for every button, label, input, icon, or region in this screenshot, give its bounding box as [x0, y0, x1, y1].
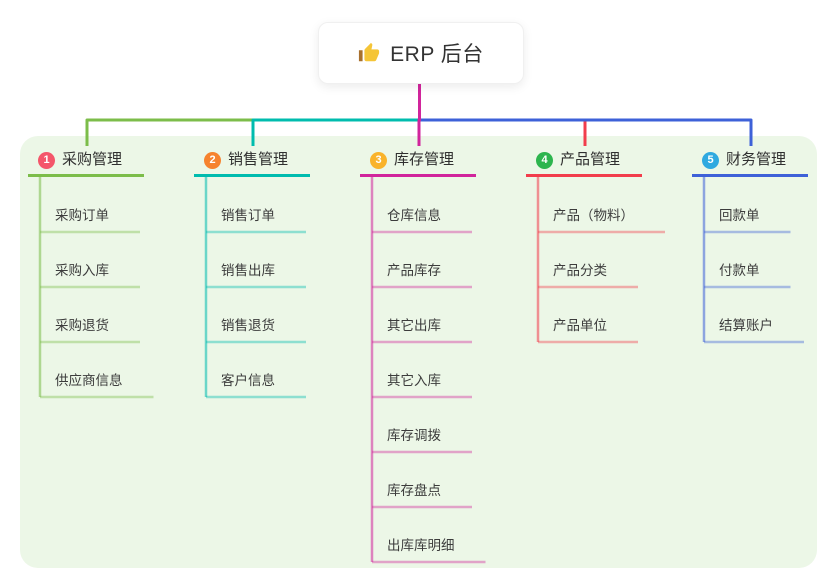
- branch-1-child-2[interactable]: 采购入库: [55, 263, 109, 278]
- branch-1-badge: 1: [38, 152, 55, 169]
- branch-4-child-2[interactable]: 产品分类: [553, 263, 607, 278]
- branch-4-title[interactable]: 产品管理: [560, 151, 621, 168]
- branch-3-title[interactable]: 库存管理: [394, 151, 455, 168]
- connector-branch-2: [251, 80, 421, 146]
- connector-branch-3: [417, 80, 421, 146]
- branch-1-child-1[interactable]: 采购订单: [55, 208, 109, 223]
- branch-1-child-3[interactable]: 采购退货: [55, 318, 109, 333]
- root-node-title: ERP 后台: [390, 43, 484, 66]
- branch-5-child-3[interactable]: 结算账户: [719, 318, 773, 333]
- branch-3-child-1[interactable]: 仓库信息: [387, 208, 441, 223]
- branch-3-child-6[interactable]: 库存盘点: [387, 483, 441, 498]
- branch-3-child-2[interactable]: 产品库存: [387, 263, 441, 278]
- branch-5-child-1[interactable]: 回款单: [719, 208, 760, 223]
- branch-3-child-4[interactable]: 其它入库: [387, 373, 441, 388]
- branch-3-child-3[interactable]: 其它出库: [387, 318, 441, 333]
- branch-3-child-7[interactable]: 出库库明细: [387, 538, 455, 553]
- thumbs-up-icon: [358, 42, 380, 64]
- branch-2-child-1[interactable]: 销售订单: [221, 208, 275, 223]
- connector-branch-4: [418, 80, 587, 146]
- branch-4-child-3[interactable]: 产品单位: [553, 318, 607, 333]
- root-node-erp[interactable]: ERP 后台: [318, 22, 524, 84]
- branch-3-badge: 3: [370, 152, 387, 169]
- branch-5-title[interactable]: 财务管理: [726, 151, 787, 168]
- branch-5-badge: 5: [702, 152, 719, 169]
- branch-4-child-1[interactable]: 产品（物料）: [553, 208, 634, 223]
- branch-2-title[interactable]: 销售管理: [228, 151, 289, 168]
- branch-2-child-4[interactable]: 客户信息: [221, 373, 275, 388]
- branch-4-badge: 4: [536, 152, 553, 169]
- branch-2-badge: 2: [204, 152, 221, 169]
- branch-3-child-5[interactable]: 库存调拨: [387, 428, 441, 443]
- branch-1-child-4[interactable]: 供应商信息: [55, 373, 123, 388]
- branch-1-title[interactable]: 采购管理: [62, 151, 123, 168]
- branch-2-child-2[interactable]: 销售出库: [221, 263, 275, 278]
- branches-background-panel: [20, 136, 817, 568]
- branch-5-child-2[interactable]: 付款单: [719, 263, 760, 278]
- branch-2-child-3[interactable]: 销售退货: [221, 318, 275, 333]
